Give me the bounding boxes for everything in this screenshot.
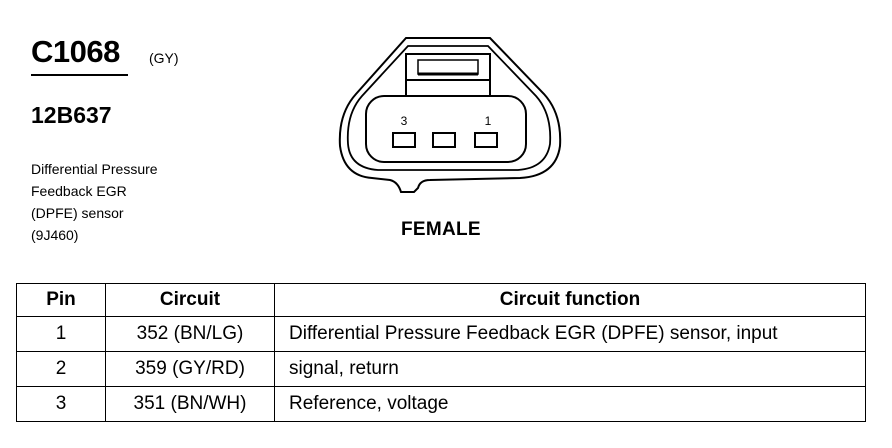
pin-table: Pin Circuit Circuit function 1 352 (BN/L… [16, 283, 866, 422]
cell-pin: 3 [16, 386, 106, 422]
column-header-function: Circuit function [274, 283, 866, 317]
cell-pin: 1 [16, 316, 106, 352]
pin-label-1: 1 [485, 114, 492, 128]
description-line: Feedback EGR [31, 183, 127, 199]
connector-id: C1068 [31, 34, 120, 69]
table-header-row: Pin Circuit Circuit function [16, 283, 866, 317]
cell-pin: 2 [16, 351, 106, 387]
pin-cavity-area [365, 95, 527, 163]
column-header-pin: Pin [16, 283, 106, 317]
cell-circuit: 359 (GY/RD) [105, 351, 275, 387]
connector-housing-outer [338, 37, 562, 193]
description-line: (DPFE) sensor [31, 205, 124, 221]
cell-function: Differential Pressure Feedback EGR (DPFE… [274, 316, 866, 352]
column-header-circuit: Circuit [105, 283, 275, 317]
table-row: 3 351 (BN/WH) Reference, voltage [16, 386, 866, 422]
pin-label-3: 3 [401, 114, 408, 128]
cell-function: signal, return [274, 351, 866, 387]
connector-id-underline [31, 74, 128, 76]
description-line: Differential Pressure [31, 161, 158, 177]
part-number: 12B637 [31, 102, 112, 128]
connector-view-label: FEMALE [401, 219, 481, 240]
description-line: (9J460) [31, 227, 79, 243]
locking-tab-inner [417, 59, 479, 75]
cell-function: Reference, voltage [274, 386, 866, 422]
pin-cavity-3 [392, 132, 416, 148]
cell-circuit: 352 (BN/LG) [105, 316, 275, 352]
connector-color-code: (GY) [149, 50, 179, 66]
pin-cavity-2 [432, 132, 456, 148]
connector-housing-inner [346, 45, 552, 171]
table-row: 2 359 (GY/RD) signal, return [16, 351, 866, 387]
table-row: 1 352 (BN/LG) Differential Pressure Feed… [16, 316, 866, 352]
pin-cavity-1 [474, 132, 498, 148]
locking-tab [405, 53, 491, 81]
cell-circuit: 351 (BN/WH) [105, 386, 275, 422]
component-description: Differential Pressure Feedback EGR (DPFE… [31, 158, 158, 246]
